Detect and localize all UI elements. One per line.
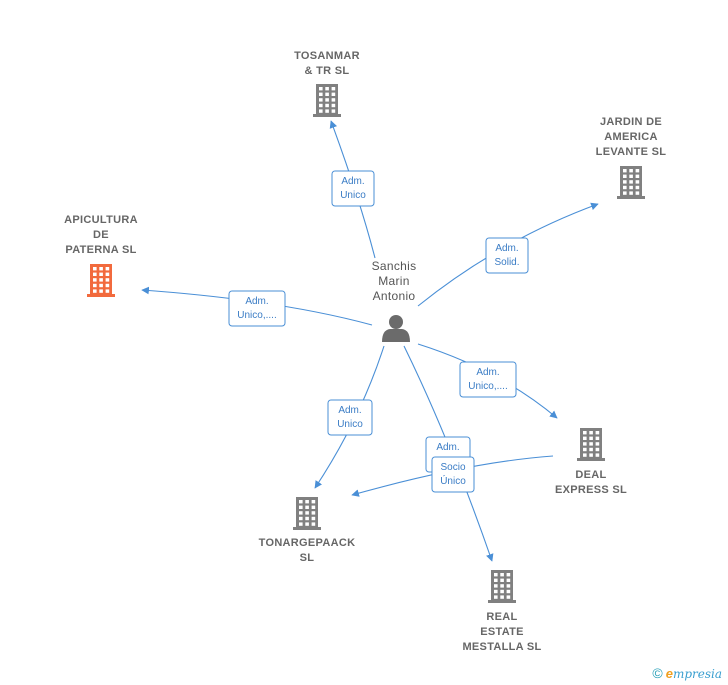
role-text: Unico,.... [468,381,507,392]
footer-brand: ©empresia [652,665,722,681]
copyright-icon: © [652,665,663,681]
building-icon [87,264,115,297]
role-text: Unico [340,190,366,201]
company-name: DE [93,229,109,241]
role-text: Adm. [476,367,499,378]
role-text: Unico [337,419,363,430]
company-node-apicultura[interactable]: APICULTURA DE PATERNA SL [64,214,138,297]
company-name: DEAL [575,469,606,481]
role-text: Unico,.... [237,310,276,321]
building-icon [577,428,605,461]
building-icon [617,166,645,199]
edge-role-label[interactable]: Adm. Unico [331,170,375,207]
brand-name: mpresia [672,667,722,681]
company-name: ESTATE [480,626,524,638]
role-text: Adm. [436,442,459,453]
company-name: & TR SL [305,65,350,77]
role-box [485,237,529,274]
company-name: JARDIN DE [600,116,662,128]
company-name: REAL [486,611,517,623]
company-name: AMERICA [604,131,657,143]
role-box [431,456,475,493]
company-node-deal[interactable]: DEAL EXPRESS SL [555,428,627,496]
company-name: MESTALLA SL [462,641,541,653]
company-node-tosanmar[interactable]: TOSANMAR & TR SL [294,50,360,117]
building-icon [313,84,341,117]
edge-role-label[interactable]: Adm. Unico,.... [228,290,286,327]
person-icon [382,315,410,342]
edge-role-label[interactable]: Adm. Solid. [485,237,529,274]
company-name: PATERNA SL [65,244,136,256]
edge-apicultura: Adm. Unico,.... [141,286,373,327]
role-box [327,399,373,436]
company-name: TOSANMAR [294,50,360,62]
edge-jardin: Adm. Solid. [417,202,599,307]
company-node-real[interactable]: REAL ESTATE MESTALLA SL [462,570,541,653]
edge-role-label[interactable]: Adm. Unico,.... [459,361,517,398]
company-node-tonargepaack[interactable]: TONARGEPAACK SL [259,497,356,564]
company-name: APICULTURA [64,214,138,226]
building-icon [293,497,321,530]
role-text: Socio [440,462,465,473]
role-text: Adm. [245,296,268,307]
edge-tosanmar: Adm. Unico [329,120,376,259]
person-name: Sanchis [372,259,417,273]
company-node-jardin[interactable]: JARDIN DE AMERICA LEVANTE SL [596,116,667,199]
role-text: Adm. [495,243,518,254]
person-name: Marin [378,274,410,288]
role-box [228,290,286,327]
company-name: SL [300,552,315,564]
role-text: Único [440,474,466,487]
role-text: Adm. [338,405,361,416]
company-name: EXPRESS SL [555,484,627,496]
person-name: Antonio [373,289,416,303]
edge-deal: Adm. Unico,.... [417,343,558,419]
role-text: Adm. [341,176,364,187]
edge-role-label[interactable]: Adm. Unico [327,399,373,436]
building-icon [488,570,516,603]
role-box [331,170,375,207]
role-box [459,361,517,398]
company-name: LEVANTE SL [596,146,667,158]
brand-initial: e [665,666,673,681]
company-name: TONARGEPAACK [259,537,356,549]
edge-tonargepaack: Adm. Unico [314,345,385,489]
role-text: Solid. [494,257,519,268]
